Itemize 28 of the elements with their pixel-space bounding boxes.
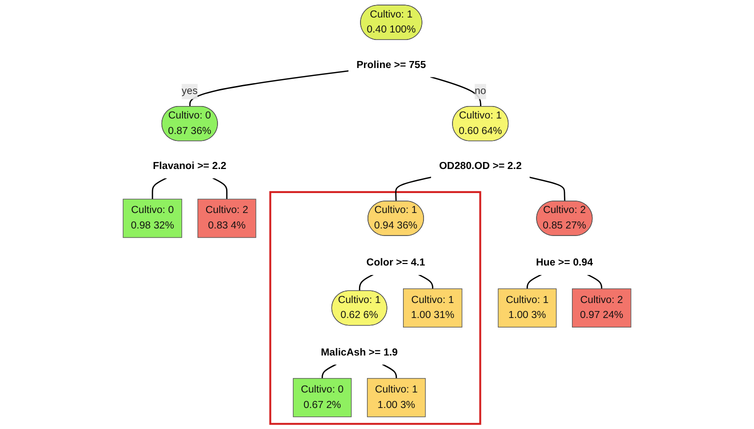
connector [430, 76, 482, 107]
connector [529, 176, 566, 202]
edge-label: no [474, 86, 486, 97]
node-text: MalicAsh >= 1.9 [320, 347, 398, 358]
node-box: Cultivo: 0 0.98 32% [122, 198, 182, 238]
node-text: Flavanoi >= 2.2 [152, 160, 226, 172]
node-box: Cultivo: 1 1.00 31% [402, 288, 462, 328]
node-text: Color >= 4.1 [366, 257, 426, 268]
edge-label: yes [182, 86, 198, 97]
connector [152, 177, 167, 200]
connector [322, 364, 337, 378]
node-text: Hue >= 0.94 [536, 257, 593, 268]
connector [526, 274, 542, 289]
node-text: OD280.OD >= 2.2 [439, 160, 522, 172]
connector [395, 176, 432, 202]
node-text: Proline >= 755 [356, 60, 426, 70]
connector [189, 70, 349, 107]
node-box: Cultivo: 1 1.00 3% [498, 288, 557, 328]
connector [212, 177, 228, 200]
node-box: Cultivo: 0 0.67 2% [292, 378, 352, 418]
node-box: Cultivo: 1 1.00 3% [366, 378, 426, 418]
connector [418, 274, 434, 289]
cluster [269, 191, 482, 425]
node-box: Cultivo: 2 0.83 4% [197, 198, 256, 238]
connector [382, 364, 397, 378]
connector [358, 274, 374, 292]
connector [587, 274, 602, 289]
node-box: Cultivo: 2 0.97 24% [572, 288, 632, 328]
